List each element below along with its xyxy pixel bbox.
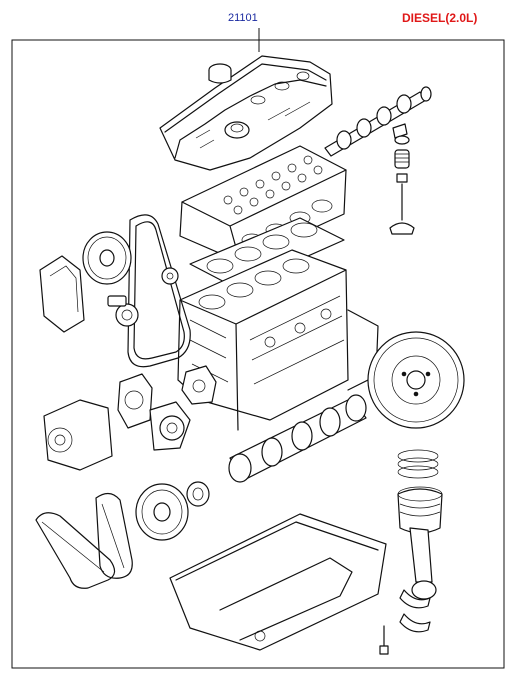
crankshaft-pulley xyxy=(135,483,189,541)
camshaft xyxy=(324,86,432,157)
valve-assembly xyxy=(389,123,415,235)
oil-pan xyxy=(169,513,387,651)
crankshaft-sprocket xyxy=(186,481,210,507)
head-gasket xyxy=(189,217,345,289)
timing-cover-lower xyxy=(43,399,113,471)
bearing-shells xyxy=(399,589,431,633)
oil-pump xyxy=(181,365,217,405)
engine-variant-label: DIESEL(2.0L) xyxy=(402,11,478,25)
flywheel xyxy=(367,331,465,429)
connecting-rod-bolt xyxy=(379,625,389,655)
rocker-cover xyxy=(159,55,333,171)
camshaft-sprocket xyxy=(82,231,132,285)
belt-tensioner xyxy=(107,295,139,327)
cylinder-block xyxy=(177,249,379,431)
timing-cover-upper xyxy=(39,255,85,333)
crankshaft xyxy=(228,394,367,483)
part-number-label: 21101 xyxy=(228,12,258,24)
drive-belts xyxy=(35,492,133,589)
water-pump xyxy=(117,373,191,451)
timing-belt xyxy=(127,214,191,368)
piston-assembly xyxy=(397,449,443,600)
cylinder-head xyxy=(179,145,347,263)
diagram-frame xyxy=(11,39,505,669)
idler-pulley xyxy=(161,267,179,285)
